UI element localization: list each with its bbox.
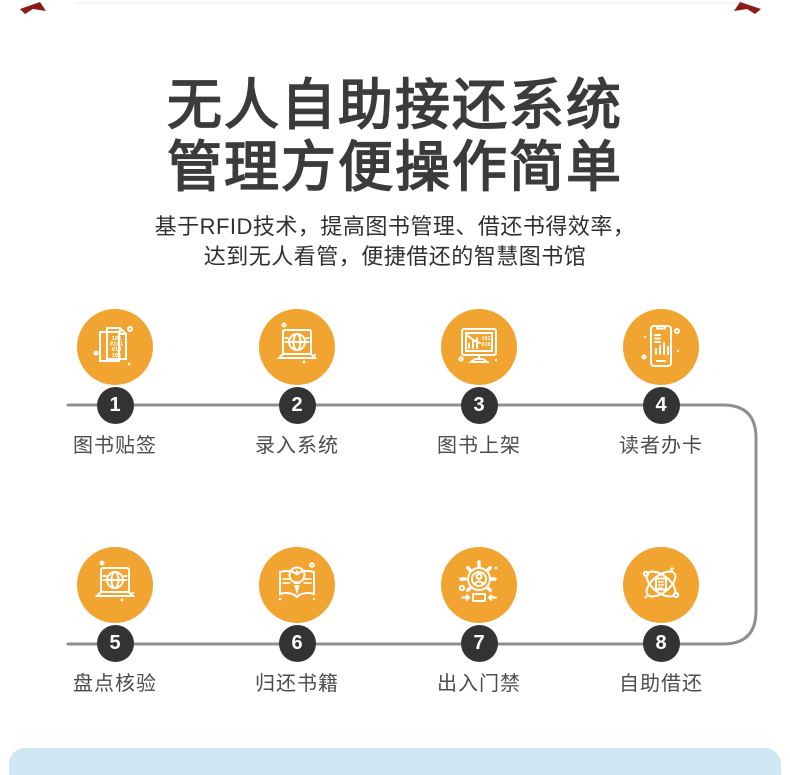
step-label: 图书上架 (437, 435, 521, 457)
step-label: 归还书籍 (255, 673, 339, 695)
next-section-top-edge (9, 748, 781, 775)
flow-step-2: 2 录入系统 (222, 309, 372, 458)
flow-step-1: 101 0101 010 101 1 图书贴签 (40, 309, 190, 458)
laptop-globe-icon (259, 309, 335, 385)
page-title: 无人自助接还系统 管理方便操作简单 (0, 74, 790, 198)
flow-step-6: 6 归还书籍 (222, 547, 372, 696)
top-hairline (75, 2, 761, 4)
subtitle-line-1: 基于RFID技术，提高图书管理、借还书得效率， (154, 214, 636, 239)
flow-step-3: 101 010 3 图书上架 (404, 309, 554, 458)
flow-step-7: 7 出入门禁 (404, 547, 554, 696)
phone-chart-icon (623, 309, 699, 385)
book-bulb-icon (259, 547, 335, 623)
step-label: 图书贴签 (73, 435, 157, 457)
step-number-badge: 8 (642, 625, 680, 662)
step-number-badge: 3 (460, 387, 498, 424)
title-line-2: 管理方便操作简单 (166, 136, 623, 198)
subtitle-line-2: 达到无人看管，便捷借还的智慧图书馆 (203, 244, 587, 269)
step-label: 自助借还 (619, 673, 703, 695)
step-number-badge: 2 (278, 387, 316, 424)
binary-documents-icon: 101 0101 010 101 (77, 309, 153, 385)
monitor-chart-icon: 101 010 (441, 309, 517, 385)
step-number-badge: 7 (460, 625, 498, 662)
flow-step-5: 5 盘点核验 (40, 547, 190, 696)
step-label: 盘点核验 (73, 673, 157, 695)
svg-text:010: 010 (481, 342, 490, 348)
svg-text:101: 101 (111, 336, 122, 342)
flow-step-8: 8 自助借还 (586, 547, 736, 696)
svg-text:101: 101 (111, 353, 122, 359)
step-label: 读者办卡 (619, 435, 703, 457)
step-number-badge: 6 (278, 625, 316, 662)
page-subtitle: 基于RFID技术，提高图书管理、借还书得效率， 达到无人看管，便捷借还的智慧图书… (0, 212, 790, 272)
svg-text:0101: 0101 (110, 342, 124, 348)
step-number-badge: 4 (642, 387, 680, 424)
laptop-globe-icon (77, 547, 153, 623)
corner-ribbon-right-icon (734, 2, 761, 14)
step-number-badge: 1 (96, 387, 134, 424)
flow-step-4: 4 读者办卡 (586, 309, 736, 458)
svg-text:101: 101 (481, 336, 490, 342)
corner-ribbon-left-icon (20, 2, 46, 14)
step-number-badge: 5 (96, 625, 134, 662)
title-line-1: 无人自助接还系统 (166, 74, 623, 136)
atom-network-icon (623, 547, 699, 623)
step-label: 录入系统 (255, 435, 339, 457)
gear-access-icon (441, 547, 517, 623)
step-label: 出入门禁 (437, 673, 521, 695)
svg-text:010: 010 (111, 347, 122, 353)
